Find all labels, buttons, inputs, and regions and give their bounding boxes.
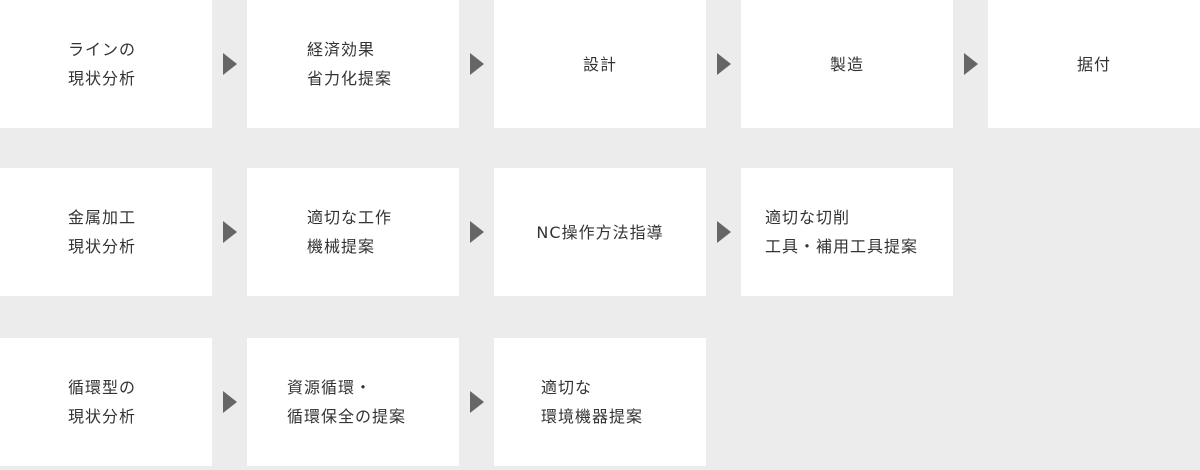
step-label-line: 循環型の: [68, 378, 137, 397]
step-label-line: 工具・補用工具提案: [765, 237, 919, 256]
arrow-right-icon: [223, 53, 237, 75]
step-resource-proposal: 資源循環・ 循環保全の提案: [247, 338, 459, 466]
step-label-line: 適切な: [541, 378, 593, 397]
arrow-right-icon: [223, 391, 237, 413]
arrow-right-icon: [964, 53, 978, 75]
step-label-line: 現状分析: [68, 69, 137, 88]
arrow-right-icon: [717, 53, 731, 75]
step-tool-proposal: 適切な切削 工具・補用工具提案: [741, 168, 953, 296]
step-metalworking-analysis: 金属加工 現状分析: [0, 168, 212, 296]
step-installation: 据付: [988, 0, 1200, 128]
step-manufacturing: 製造: [741, 0, 953, 128]
step-nc-guidance: NC操作方法指導: [494, 168, 706, 296]
step-label-line: 適切な切削: [765, 208, 851, 227]
step-label-line: 機械提案: [307, 237, 376, 256]
step-label-line: 循環保全の提案: [287, 407, 407, 426]
step-label-line: 据付: [1076, 54, 1111, 74]
arrow-right-icon: [470, 53, 484, 75]
step-label-line: 経済効果: [307, 40, 376, 59]
step-label-line: 設計: [582, 54, 617, 74]
step-label-line: ラインの: [68, 40, 137, 59]
arrow-right-icon: [223, 221, 237, 243]
step-label-line: 現状分析: [68, 237, 137, 256]
step-label-line: 資源循環・: [287, 378, 373, 397]
step-label-line: NC操作方法指導: [536, 222, 664, 242]
arrow-right-icon: [470, 391, 484, 413]
step-label-line: 製造: [829, 54, 864, 74]
step-label-line: 金属加工: [68, 208, 137, 227]
step-label-line: 適切な工作: [307, 208, 393, 227]
step-design: 設計: [494, 0, 706, 128]
arrow-right-icon: [717, 221, 731, 243]
step-machine-proposal: 適切な工作 機械提案: [247, 168, 459, 296]
step-environment-proposal: 適切な 環境機器提案: [494, 338, 706, 466]
flow-row-metalworking: 金属加工 現状分析 適切な工作 機械提案 NC操作方法指導 適切な切削 工具・補…: [0, 168, 1200, 296]
step-label-line: 省力化提案: [307, 69, 393, 88]
step-recycling-analysis: 循環型の 現状分析: [0, 338, 212, 466]
step-label-line: 環境機器提案: [541, 407, 644, 426]
step-label-line: 現状分析: [68, 407, 137, 426]
step-line-analysis: ラインの 現状分析: [0, 0, 212, 128]
arrow-right-icon: [470, 221, 484, 243]
flow-row-recycling: 循環型の 現状分析 資源循環・ 循環保全の提案 適切な 環境機器提案: [0, 338, 1200, 466]
step-economic-proposal: 経済効果 省力化提案: [247, 0, 459, 128]
flow-row-line-analysis: ラインの 現状分析 経済効果 省力化提案 設計 製造 据付: [0, 0, 1200, 128]
